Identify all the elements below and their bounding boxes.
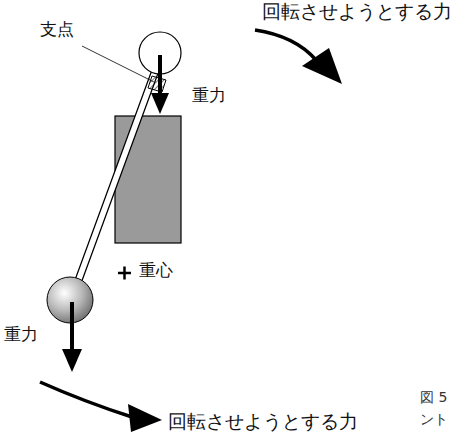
part-label: 支点 — [40, 20, 74, 40]
pivot-hatch — [148, 76, 166, 92]
cog-mark — [123, 267, 126, 280]
force-label: 回転させようとする力 — [168, 411, 358, 433]
gravity-arrowhead — [151, 93, 169, 114]
gravity-arrow — [158, 55, 162, 96]
rotation-arrow — [40, 382, 132, 417]
force-label: 重力 — [4, 325, 38, 345]
figure-caption: ント — [420, 411, 448, 427]
force-label: 回転させようとする力 — [262, 1, 452, 23]
figure-caption: 図 5 — [420, 389, 447, 405]
leader-line — [82, 46, 154, 82]
gravity-arrowhead — [62, 349, 82, 372]
part-label: 重心 — [139, 261, 173, 281]
rotation-arrow — [255, 30, 316, 60]
force-label: 重力 — [192, 86, 226, 106]
rotation-arrowhead — [128, 404, 162, 432]
gravity-arrow — [70, 302, 74, 352]
weight-block — [115, 116, 181, 243]
rotation-arrowhead — [302, 48, 342, 84]
